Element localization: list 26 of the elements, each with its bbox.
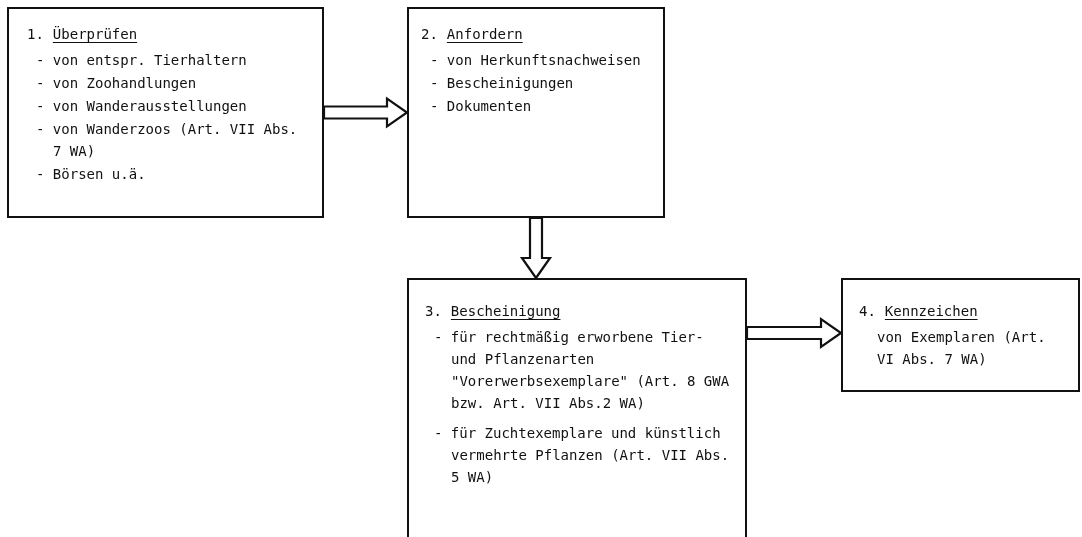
step-heading: Kennzeichen (884, 303, 978, 319)
process-box (7, 7, 324, 218)
list-item: - von Herkunftsnachweisen (430, 51, 642, 70)
list-item: - für Zuchtexemplare und künstlich vermehrte Pflanzen (Art. VII Abs. 5 WA) (434, 424, 731, 487)
step-heading: Anfordern (446, 26, 523, 42)
step-number: 1. (27, 26, 44, 42)
list-item: - von Wanderzoos (Art. VII Abs. 7 WA) (36, 120, 299, 161)
block-arrow (745, 316, 843, 350)
block-arrow (519, 216, 553, 280)
list-item: - von Wanderausstellungen (36, 97, 248, 116)
step-number: 2. (421, 26, 438, 42)
process-box (841, 278, 1080, 392)
list-item: - Dokumenten (430, 97, 533, 116)
step-heading: Bescheinigung (450, 303, 561, 319)
list-item: - von entspr. Tierhaltern (36, 51, 248, 70)
step-number: 3. (425, 303, 442, 319)
list-item: - Bescheinigungen (430, 74, 575, 93)
list-item: - von Zoohandlungen (36, 74, 198, 93)
list-item: - für rechtmäßig erworbene Tier- und Pflanzenarten "Vorerwerbsexemplare" (Art. 8 GWA bzw. Art. VII Abs.2 WA) (434, 328, 731, 413)
process-box (407, 7, 665, 218)
list-item: von Exemplaren (Art. VI Abs. 7 WA) (876, 328, 1047, 369)
process-box (407, 278, 747, 537)
block-arrow (322, 96, 409, 129)
list-item: - Börsen u.ä. (36, 165, 147, 184)
step-heading: Überprüfen (52, 26, 138, 42)
step-number: 4. (859, 303, 876, 319)
